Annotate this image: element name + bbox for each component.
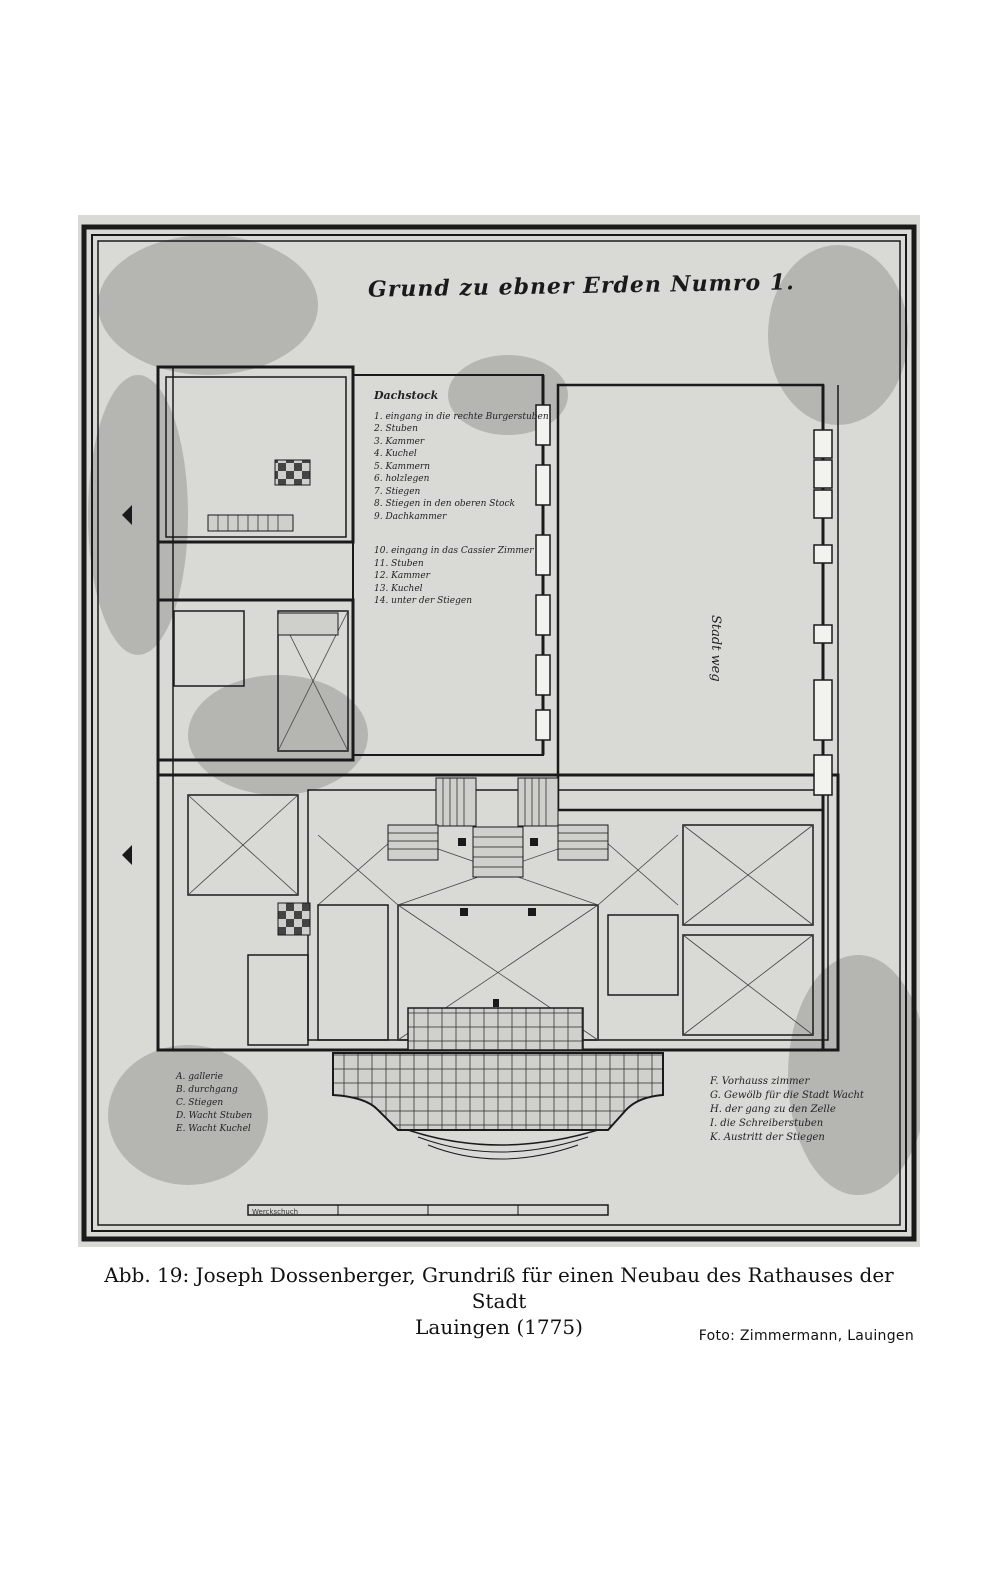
stair-treads xyxy=(217,515,608,868)
scale-label: Werckschuch xyxy=(252,1208,299,1216)
section-markers xyxy=(122,505,132,865)
legend-upper-item: 2. Stuben xyxy=(374,424,418,434)
legend-upper: Dachstock 1. eingang in die rechte Burge… xyxy=(374,389,549,608)
legend-upper-item: 12. Kammer xyxy=(374,571,430,581)
figure-caption: Abb. 19: Joseph Dossenberger, Grundriß f… xyxy=(78,1262,920,1340)
legend-upper-item: 4. Kuchel xyxy=(374,449,417,459)
legend-upper-item: 1. eingang in die rechte Burgerstuben xyxy=(374,411,549,422)
legend-left-item: C. Stiegen xyxy=(176,1098,224,1108)
legend-upper-heading: Dachstock xyxy=(374,389,439,402)
street-label: Stadt weg xyxy=(708,615,723,682)
floor-plan-drawing xyxy=(81,224,920,1242)
legend-right-item: G. Gewölb für die Stadt Wacht xyxy=(710,1090,864,1101)
legend-gap xyxy=(374,523,549,545)
legend-upper-item: 14. unter der Stiegen xyxy=(374,596,472,606)
caption-line-1: Abb. 19: Joseph Dossenberger, Grundriß f… xyxy=(104,1263,894,1313)
paper-stains xyxy=(88,235,920,1195)
legend-left-item: B. durchgang xyxy=(176,1085,238,1095)
legend-upper-item: 8. Stiegen in den oberen Stock xyxy=(374,499,515,509)
building-walls xyxy=(156,365,840,1052)
scale-bar xyxy=(247,1204,609,1216)
legend-upper-item: 9. Dachkammer xyxy=(374,511,447,522)
legend-right-item: K. Austritt der Stiegen xyxy=(710,1132,825,1143)
terrace xyxy=(332,1007,664,1160)
legend-upper-item: 7. Stiegen xyxy=(374,486,421,497)
window-piers xyxy=(535,404,833,796)
legend-right: F. Vorhauss zimmer G. Gewölb für die Sta… xyxy=(710,1075,864,1145)
legend-left-item: E. Wacht Kuchel xyxy=(176,1124,251,1134)
legend-left: A. gallerie B. durchgang C. Stiegen D. W… xyxy=(176,1071,252,1136)
legend-upper-item: 6. holzlegen xyxy=(374,474,430,484)
checker-floor-upper xyxy=(274,459,311,486)
plate-frame xyxy=(81,224,917,1242)
staircases xyxy=(207,514,609,878)
columns xyxy=(458,838,538,1007)
photo-credit: Foto: Zimmermann, Lauingen xyxy=(698,1328,914,1344)
caption-line-2: Lauingen (1775) xyxy=(415,1315,583,1339)
legend-right-item: F. Vorhauss zimmer xyxy=(710,1076,810,1087)
legend-right-item: I. die Schreiberstuben xyxy=(710,1118,824,1129)
checker-floor-lower xyxy=(277,902,311,936)
legend-upper-item: 3. Kammer xyxy=(374,436,425,447)
legend-right-item: H. der gang zu den Zelle xyxy=(710,1104,836,1115)
legend-upper-item: 5. Kammern xyxy=(374,461,431,472)
legend-left-item: A. gallerie xyxy=(176,1072,223,1082)
legend-upper-item: 10. eingang in das Cassier Zimmer xyxy=(374,546,534,556)
legend-upper-item: 13. Kuchel xyxy=(374,583,423,594)
legend-left-item: D. Wacht Stuben xyxy=(176,1111,253,1121)
floor-plan-plate: Grund zu ebner Erden Numro 1. Dachstock … xyxy=(78,215,920,1247)
legend-upper-item: 11. Stuben xyxy=(374,558,424,569)
